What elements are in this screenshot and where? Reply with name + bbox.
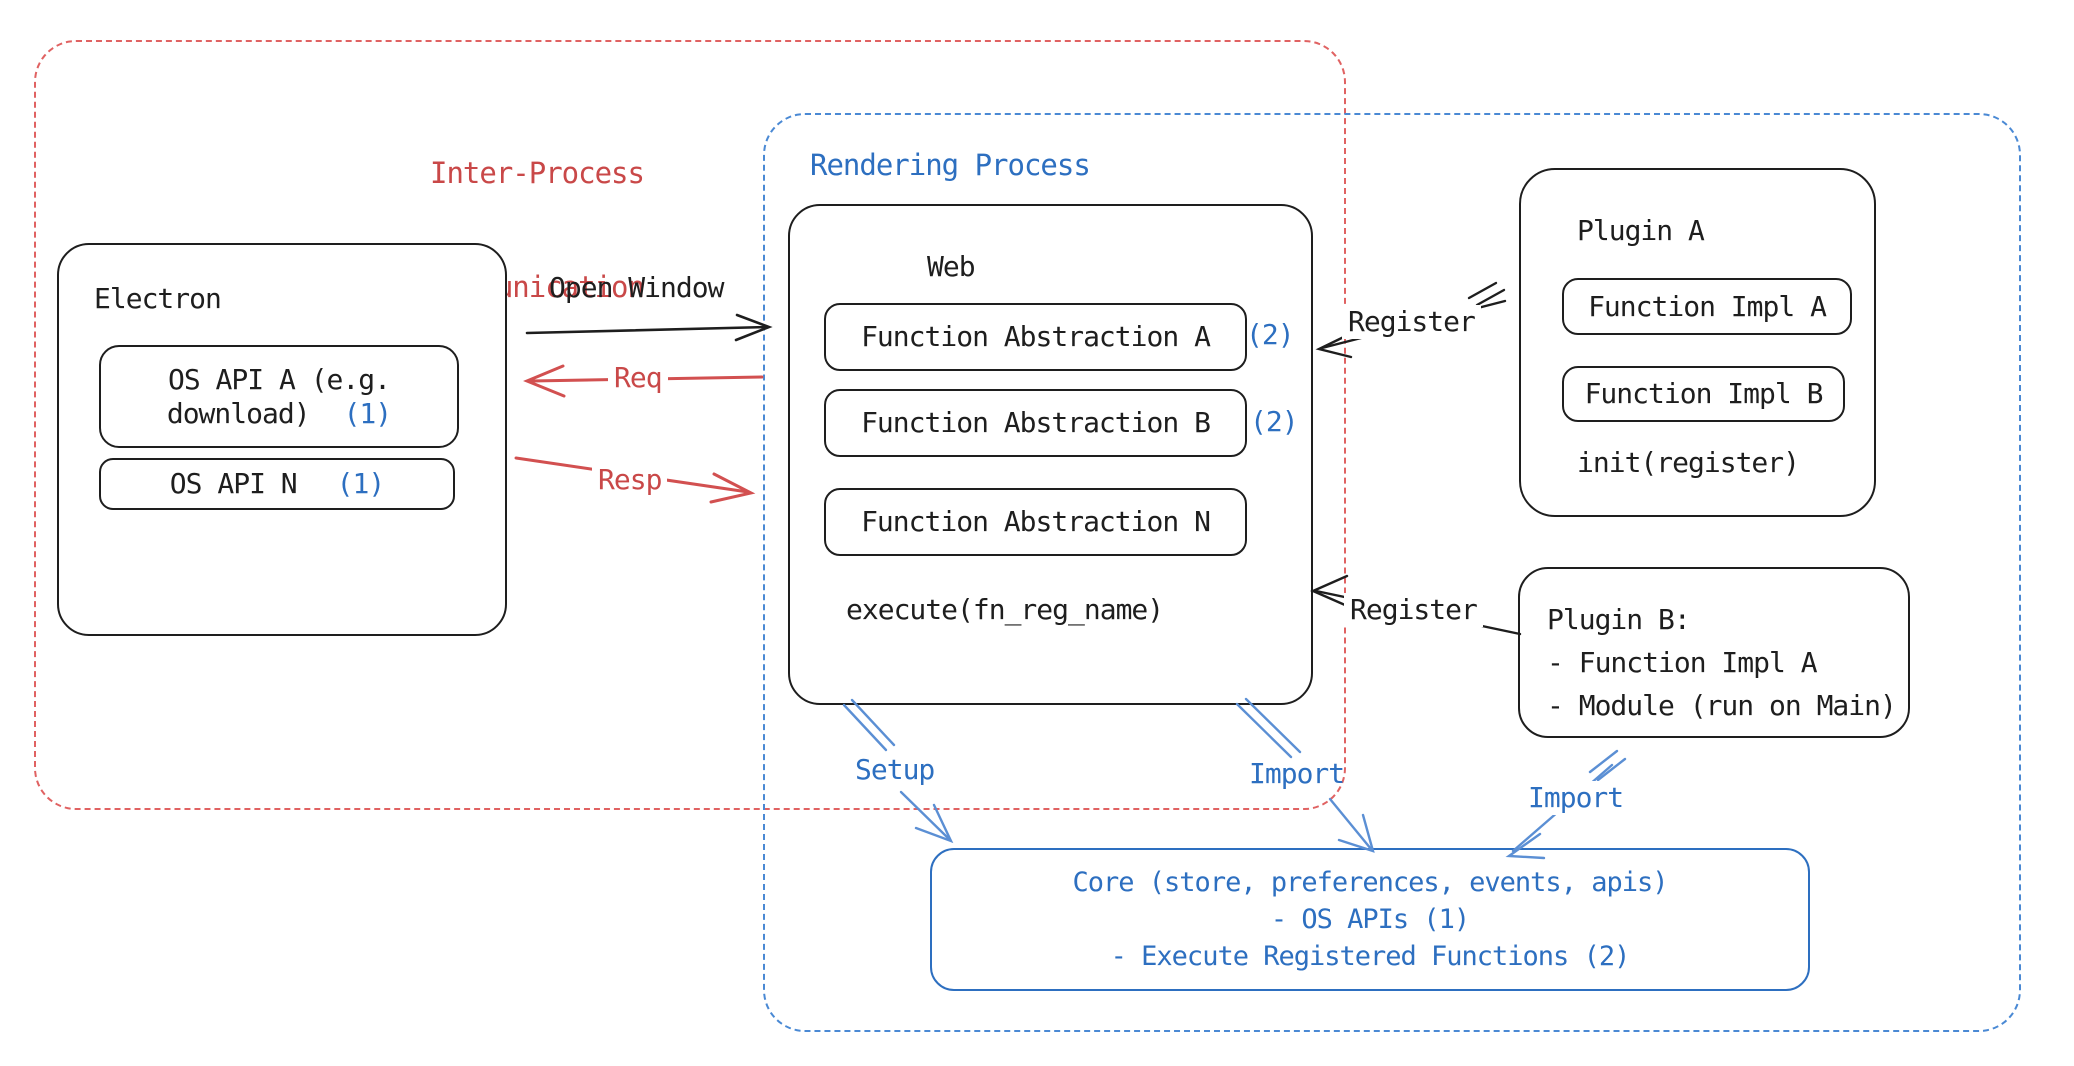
web-title: Web [927,250,976,283]
ipc-region-frame [34,40,1346,810]
plugin-a-init-label: init(register) [1577,446,1800,479]
os-api-a-line1: OS API A (e.g. [167,362,391,396]
rendering-process-label: Rendering Process [810,148,1091,182]
function-abstraction-a-label: Function Abstraction A [861,320,1211,354]
function-abstraction-b-label: Function Abstraction B [861,406,1211,440]
function-abstraction-b-ref: (2) [1250,405,1299,438]
electron-title: Electron [94,282,222,315]
os-api-a-box: OS API A (e.g. download) (1) [99,345,459,448]
register-a-label: Register [1342,305,1481,339]
function-abstraction-n-box: Function Abstraction N [824,488,1247,556]
os-api-n-box: OS API N (1) [99,458,455,510]
function-abstraction-a-ref: (2) [1246,318,1295,351]
function-abstraction-a-box: Function Abstraction A [824,303,1247,371]
function-impl-b-box: Function Impl B [1562,366,1845,422]
plugin-b-line1: Plugin B: [1547,603,1691,636]
req-label: Req [608,361,668,395]
electron-box: Electron OS API A (e.g. download) (1) OS… [57,243,507,636]
os-api-a-ref: (1) [343,396,393,430]
function-abstraction-b-box: Function Abstraction B [824,389,1247,457]
plugin-b-line3: - Module (run on Main) [1547,689,1897,722]
core-line2: - OS APIs (1) [1270,904,1470,935]
register-b-label: Register [1344,593,1483,627]
web-execute-label: execute(fn_reg_name) [846,593,1164,626]
plugin-b-box: Plugin B: - Function Impl A - Module (ru… [1518,567,1910,738]
rendering-process-frame [763,113,2021,1032]
os-api-a-line2: download) [166,396,311,430]
plugin-b-text: Plugin B: - Function Impl A - Module (ru… [1547,598,1897,727]
core-line1: Core (store, preferences, events, apis) [1072,867,1669,898]
setup-label: Setup [855,753,935,786]
core-box: Core (store, preferences, events, apis) … [930,848,1810,991]
core-line3: - Execute Registered Functions (2) [1110,941,1631,972]
function-impl-b-label: Function Impl B [1584,377,1824,411]
open-window-label: Open Window [549,271,724,304]
import-plugin-label: Import [1522,781,1630,815]
plugin-a-title: Plugin A [1577,214,1705,247]
plugin-a-box: Plugin A Function Impl A Function Impl B… [1519,168,1876,517]
os-api-n-label: OS API N [169,467,298,501]
function-impl-a-box: Function Impl A [1562,278,1852,335]
function-abstraction-n-label: Function Abstraction N [861,505,1211,539]
function-impl-a-label: Function Impl A [1588,289,1827,323]
ipc-region-label-line1: Inter-Process [430,156,645,190]
resp-label: Resp [592,463,668,497]
web-box: Web Function Abstraction A (2) Function … [788,204,1313,705]
os-api-n-ref: (1) [336,467,386,501]
import-web-label: Import [1249,757,1345,790]
plugin-b-line2: - Function Impl A [1547,646,1818,679]
